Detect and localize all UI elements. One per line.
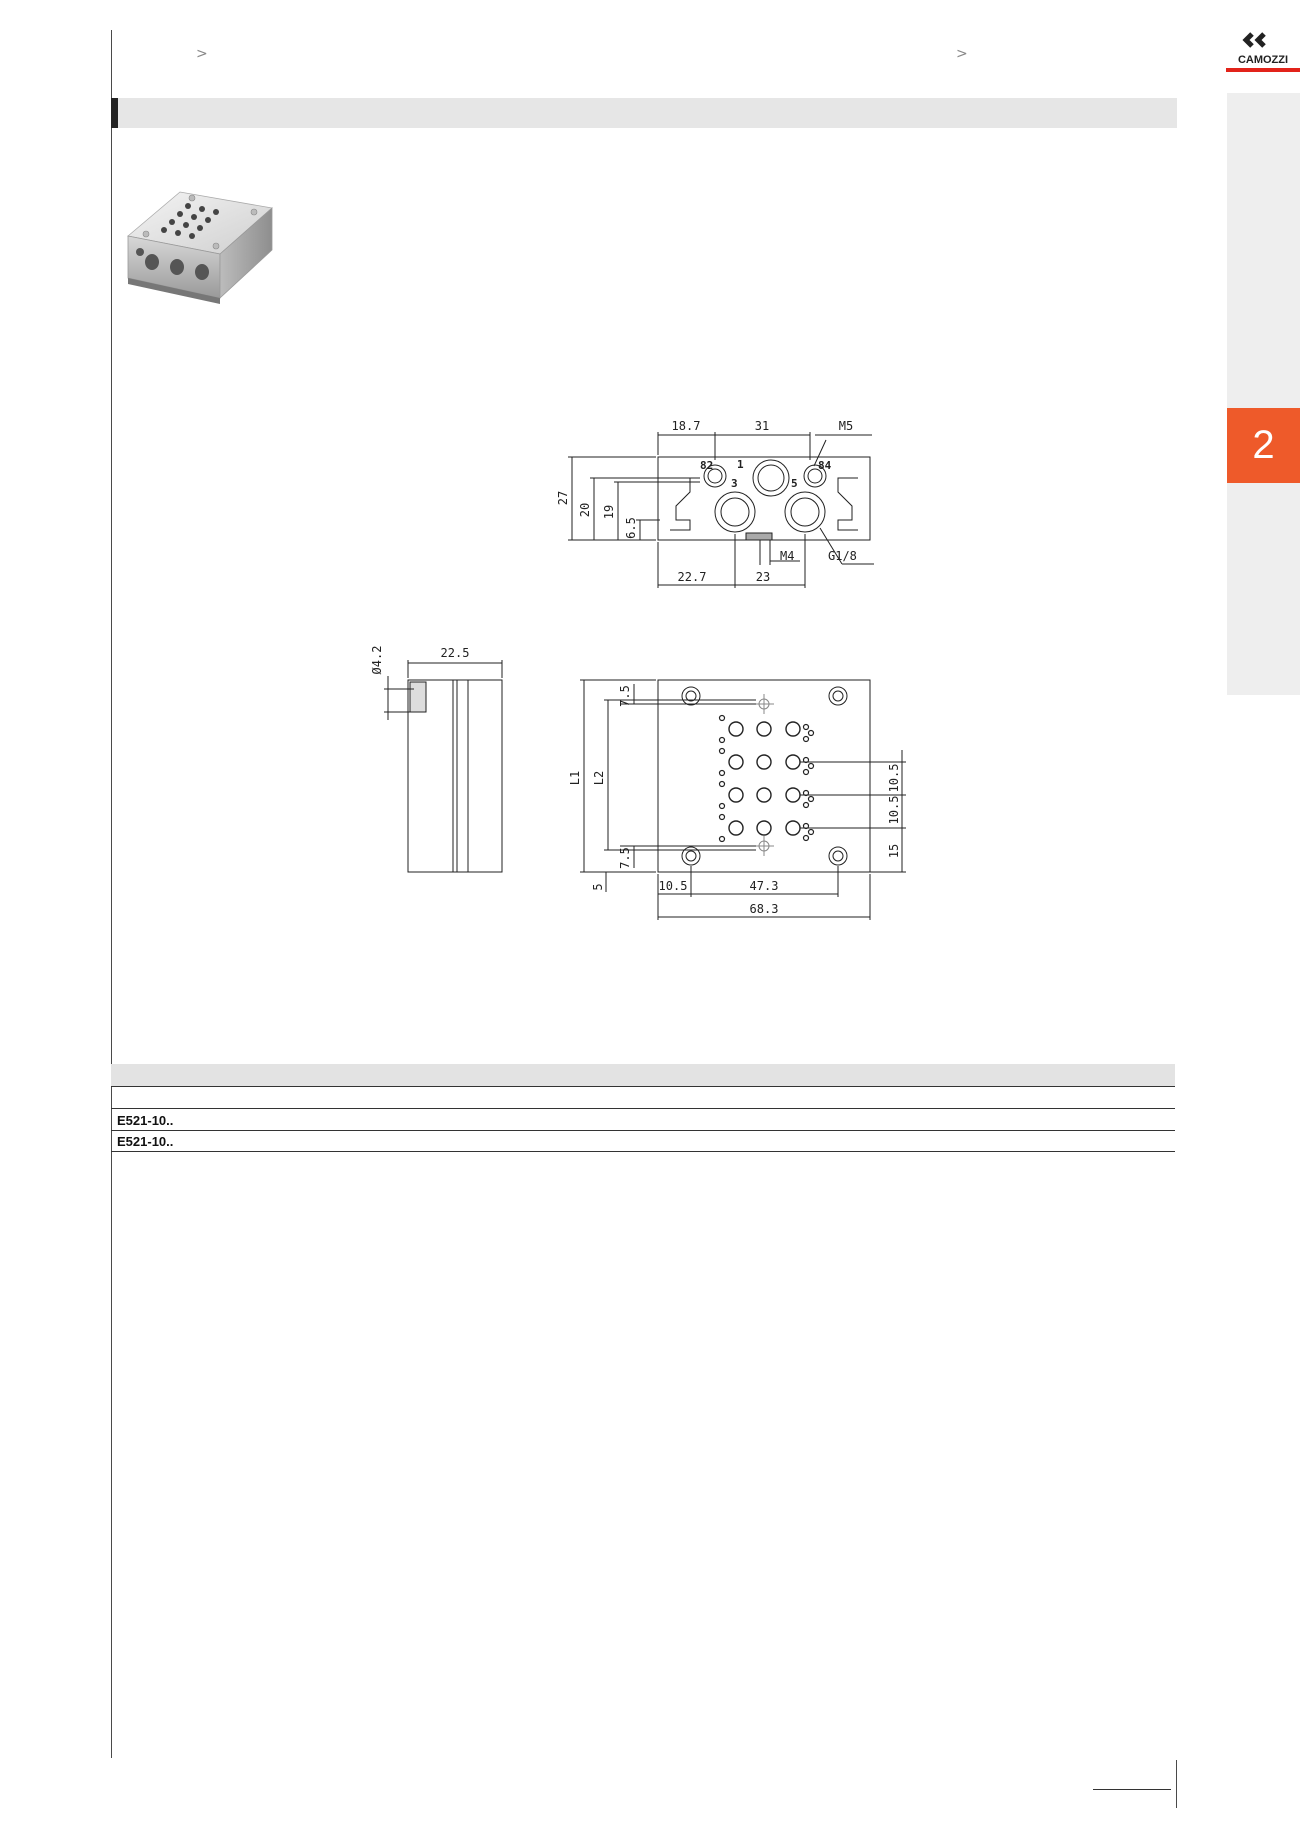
dim-m5: M5	[839, 419, 853, 433]
dim-7-5-bottom: 7.5	[618, 847, 632, 869]
dim-22-5: 22.5	[441, 646, 470, 660]
section-title-accent	[111, 98, 118, 128]
dim-19: 19	[602, 505, 616, 519]
dim-22-7: 22.7	[678, 570, 707, 584]
section-title-bar	[111, 98, 1177, 128]
dim-6-5: 6.5	[624, 517, 638, 539]
dim-dia-4-2: Ø4.2	[370, 646, 384, 675]
breadcrumb-chevron-right: >	[956, 46, 968, 62]
dim-10-5-c: 10.5	[659, 879, 688, 893]
table-row-code: E521-10..	[117, 1113, 174, 1128]
technical-drawing: 18.7 31 M5 82 84 1 3 5 27 20 19 6.5 M4 G…	[370, 419, 906, 920]
dim-47-3: 47.3	[750, 879, 779, 893]
logo-underline	[1226, 68, 1300, 72]
dim-5: 5	[591, 883, 605, 890]
camozzi-logo-icon	[1242, 32, 1266, 48]
dim-20: 20	[578, 503, 592, 517]
left-margin-rule	[111, 30, 112, 1758]
port-1-label: 1	[737, 458, 744, 471]
table-rule-3	[111, 1130, 1175, 1131]
footer-vertical-rule	[1176, 1760, 1177, 1808]
dim-68-3: 68.3	[750, 902, 779, 916]
table-header	[111, 1064, 1175, 1086]
dim-15: 15	[887, 844, 901, 858]
table-rule-1	[111, 1086, 1175, 1087]
dim-m4: M4	[780, 549, 794, 563]
dim-10-5-a: 10.5	[887, 764, 901, 793]
dim-7-5-top: 7.5	[618, 685, 632, 707]
dim-g1-8: G1/8	[828, 549, 857, 563]
table-rule-2	[111, 1108, 1175, 1109]
section-number: 2	[1252, 423, 1275, 467]
dim-l1: L1	[568, 771, 582, 785]
logo-wordmark: CAMOZZI	[1237, 54, 1289, 66]
port-5-label: 5	[791, 477, 798, 490]
section-tab[interactable]: 2	[1227, 408, 1300, 483]
dim-23: 23	[756, 570, 770, 584]
port-3-label: 3	[731, 477, 738, 490]
dim-31: 31	[755, 419, 769, 433]
dim-18-7: 18.7	[672, 419, 701, 433]
footer-rule	[1093, 1789, 1171, 1790]
table-rule-4	[111, 1151, 1175, 1152]
table-row-code: E521-10..	[117, 1134, 174, 1149]
dim-l2: L2	[592, 771, 606, 785]
product-photo	[127, 191, 273, 304]
port-82-label: 82	[700, 459, 713, 472]
port-84-label: 84	[818, 459, 832, 472]
breadcrumb-chevron-left: >	[196, 46, 208, 62]
dim-27: 27	[556, 491, 570, 505]
dim-10-5-b: 10.5	[887, 796, 901, 825]
section-side-panel	[1227, 93, 1300, 695]
